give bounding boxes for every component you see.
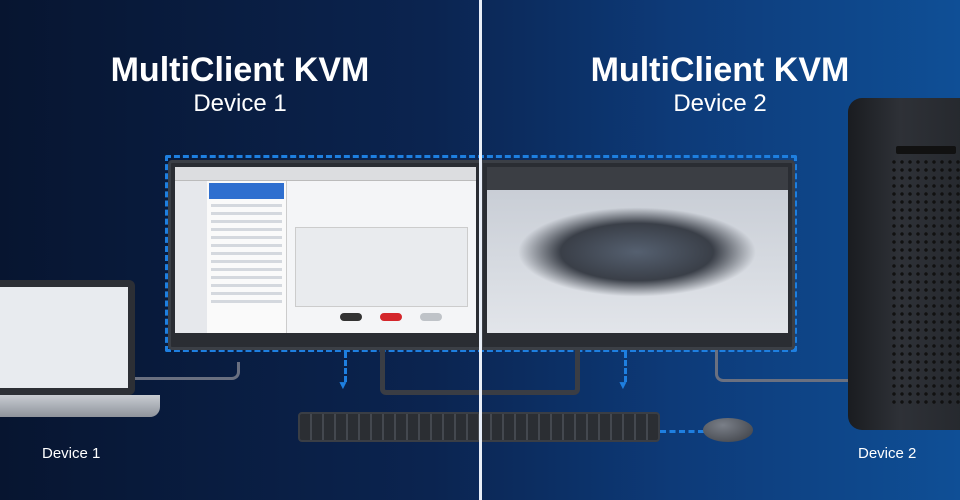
right-device-caption: Device 2 xyxy=(858,445,917,462)
monitor-right-half xyxy=(480,160,795,350)
laptop-base xyxy=(0,395,160,417)
split-divider xyxy=(479,0,482,500)
right-heading: MultiClient KVM xyxy=(590,51,850,89)
mail-app-screen xyxy=(175,167,476,333)
arrow-down-icon: ▼ xyxy=(337,378,349,392)
tower-vent-grille xyxy=(890,158,960,408)
laptop-cable xyxy=(130,362,240,380)
workstation-tower-device-2 xyxy=(848,98,960,430)
mouse-link xyxy=(660,430,704,433)
car-blueprint-image xyxy=(295,227,468,307)
mouse xyxy=(703,418,753,442)
keyboard-link-right xyxy=(624,352,627,382)
left-device-caption: Device 1 xyxy=(42,445,101,462)
laptop-device-1 xyxy=(0,280,135,395)
monitor-left-half xyxy=(168,160,483,350)
left-heading: MultiClient KVM xyxy=(110,51,370,89)
right-title: MultiClient KVM Device 2 xyxy=(550,50,890,118)
laptop-screen xyxy=(0,287,128,388)
cad-app-screen xyxy=(487,167,788,333)
arrow-down-icon: ▼ xyxy=(617,378,629,392)
keyboard-link-left xyxy=(344,352,347,382)
right-subheading: Device 2 xyxy=(673,90,767,117)
left-subheading: Device 1 xyxy=(193,90,287,117)
car-3d-model xyxy=(517,207,757,297)
left-title: MultiClient KVM Device 1 xyxy=(70,50,410,118)
tower-cable xyxy=(715,350,855,382)
